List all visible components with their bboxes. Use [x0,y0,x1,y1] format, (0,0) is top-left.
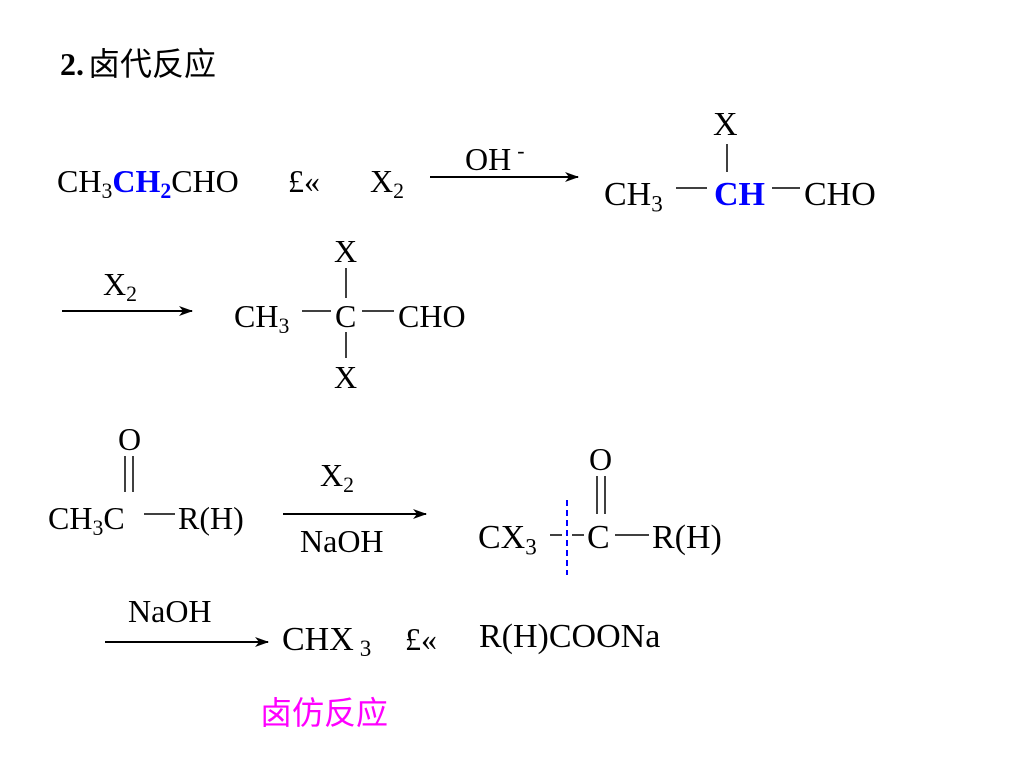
reaction4-plus: £« [405,621,437,657]
reaction3-reagent-bottom: NaOH [300,523,384,559]
title-number: 2. [60,46,84,82]
reaction3-reactant-o: O [118,421,142,457]
haloform-reaction-label: 卤仿反应 [260,695,389,731]
reaction3-product-cx3: CX3 [478,519,537,561]
reaction3-product-c: C [587,519,610,556]
reaction4-product2: R(H)COONa [479,618,661,655]
reaction4-reagent: NaOH [128,593,212,629]
reaction1-product-center: CH [714,176,765,213]
reaction3-product-r: R(H) [652,519,722,556]
reaction3-reactant-r: R(H) [178,500,244,536]
reaction2-product-center: C [335,298,357,334]
title-text: 卤代反应 [88,46,217,82]
reaction3-reagent-top: X2 [320,457,354,498]
reaction2-product-ch3: CH3 [234,298,290,339]
reaction3-product-o: O [589,441,613,477]
reaction2-reagent: X2 [103,266,137,307]
reaction1-catalyst: OH- [465,139,525,177]
reaction2-x-top: X [334,233,358,269]
reaction1-highlight: CH2 [112,163,172,204]
reaction1-reactant: CH3CH2CHO [57,163,239,204]
reaction3-reactant-ch3c: CH3C [48,500,125,541]
reaction1-product-ch3: CH3 [604,176,663,218]
reaction1-product-x: X [713,106,738,143]
reaction2-product-cho: CHO [398,298,466,334]
reaction1-product-cho: CHO [804,176,876,213]
reaction1-reagent: X2 [370,163,404,204]
reaction1-plus: £« [288,163,320,199]
slide-title: 2.卤代反应 [60,48,216,80]
reaction2-x-bottom: X [334,359,358,395]
